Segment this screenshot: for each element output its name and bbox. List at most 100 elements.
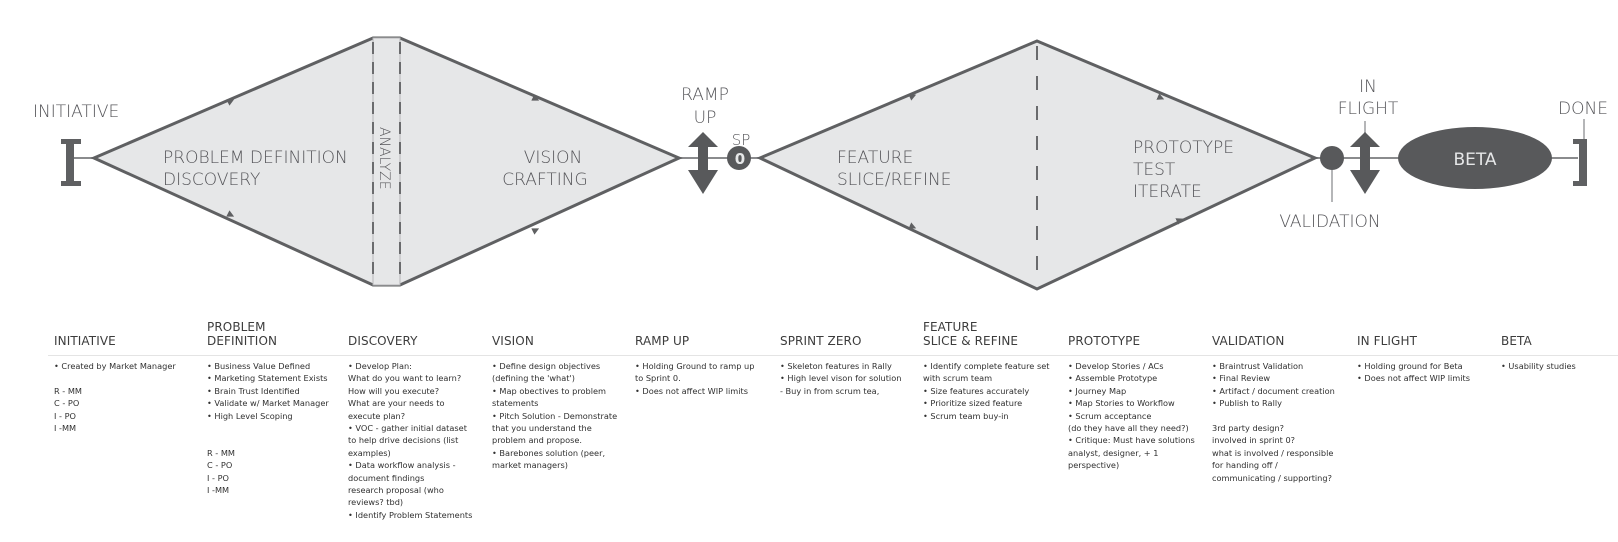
stage-column-title-line: SPRINT ZERO	[780, 334, 862, 348]
label-discovery: DISCOVERY	[163, 170, 260, 190]
stage-column-title-line: PROTOTYPE	[1068, 334, 1141, 348]
stage-column-title-line: DISCOVERY	[348, 334, 418, 348]
stage-column-vision: VISION• Define design objectives(definin…	[492, 318, 637, 472]
sprint-zero-number: 0	[735, 150, 745, 168]
stage-column-title: BETA	[1501, 318, 1618, 348]
label-ramp: RAMP	[681, 85, 729, 105]
stage-column-title-line: IN FLIGHT	[1357, 334, 1418, 348]
stage-column-body: • Develop Plan:What do you want to learn…	[348, 360, 493, 521]
stage-column-line: C - PO	[207, 460, 233, 471]
label-beta: BETA	[1453, 150, 1496, 170]
stage-column-discovery: DISCOVERY • Develop Plan:What do you want…	[348, 318, 493, 521]
stage-column-body: • Usability studies	[1501, 360, 1618, 372]
stage-column-line: • High Level Scoping	[207, 410, 293, 421]
label-sp: SP	[732, 131, 751, 149]
stage-column-validation: VALIDATION • Braintrust Validation • Final…	[1212, 318, 1357, 484]
stage-column-line: with scrum team	[923, 373, 993, 384]
stage-column-line: research proposal (who	[348, 485, 444, 496]
stage-column-line: • Validate w/ Market Manager	[207, 398, 329, 409]
stage-column-line: • Size features accurately	[923, 385, 1030, 396]
stage-column-body: • Holding ground for Beta • Does not affe…	[1357, 360, 1502, 385]
stage-column-line: that you understand the	[492, 423, 592, 434]
stage-column-line: execute plan?	[348, 410, 406, 421]
stage-column-line: perspective)	[1068, 460, 1120, 471]
stage-column-line: • Braintrust Validation	[1212, 361, 1304, 371]
stage-column-line: • Scrum team buy-in	[923, 410, 1009, 421]
stage-column-title: DISCOVERY	[348, 318, 493, 348]
label-feature: FEATURE	[837, 148, 913, 168]
stage-column-title: IN FLIGHT	[1357, 318, 1502, 348]
label-slice-refine: SLICE/REFINE	[837, 170, 951, 190]
stage-column-title-line: DEFINITION	[207, 334, 278, 348]
stage-column-line: R - MM	[207, 447, 235, 458]
stage-column-line: • Assemble Prototype	[1068, 373, 1158, 384]
stage-column-line: • Usability studies	[1501, 361, 1576, 371]
stage-column-line: • Pitch Solution - Demonstrate	[492, 410, 618, 421]
stage-column-title-line: BETA	[1501, 334, 1532, 348]
stage-column-line: 3rd party design?	[1212, 423, 1284, 434]
stage-column-title: PROTOTYPE	[1068, 318, 1213, 348]
stage-column-title-line: FEATURE	[923, 320, 978, 334]
stage-column-line: what is involved / responsible	[1212, 447, 1334, 458]
stage-column-line: • Identify complete feature set	[923, 361, 1050, 371]
label-done: DONE	[1558, 99, 1608, 119]
diamond-feature-prototype	[756, 39, 1319, 291]
beta-ellipse	[1398, 127, 1552, 189]
stage-column-line: • Develop Stories / ACs	[1068, 361, 1164, 371]
stage-column-title-line: INITIATIVE	[54, 334, 116, 348]
spacer	[1212, 410, 1357, 422]
stage-column-line: • Final Review	[1212, 373, 1271, 384]
ramp-up-double-arrow-icon	[688, 132, 718, 194]
stage-column-line: • Critique: Must have solutions	[1068, 435, 1195, 446]
stage-column-line: communicating / supporting?	[1212, 472, 1332, 483]
stage-column-line: • VOC - gather initial dataset	[348, 423, 467, 434]
stage-column-line: • Marketing Statement Exists	[207, 373, 328, 384]
stage-column-line: problem and propose.	[492, 435, 582, 446]
stage-column-line: I -MM	[207, 485, 230, 496]
stage-column-line: reviews? tbd)	[348, 497, 404, 508]
stage-column-line: • Holding ground for Beta	[1357, 361, 1463, 371]
sprint-zero-circle	[727, 146, 751, 170]
stage-column-body: • Define design objectives (defining the …	[492, 360, 637, 472]
stage-column-title-line: SLICE & REFINE	[923, 334, 1019, 348]
process-flow-diagram: INITIATIVE PROBLEM DEFINITION DISCOVERY …	[33, 36, 1608, 291]
stage-column-line: • Brain Trust Identified	[207, 385, 300, 396]
label-initiative: INITIATIVE	[33, 102, 119, 122]
label-flight: FLIGHT	[1338, 99, 1399, 119]
stage-column-line: • Barebones solution (peer,	[492, 447, 606, 458]
stage-column-line: • Define design objectives	[492, 361, 601, 371]
spacer	[207, 422, 352, 434]
stage-column-title: RAMP UP	[635, 318, 780, 348]
stage-column-line: (defining the 'what')	[492, 373, 575, 384]
stage-column-line: (do they have all they need?)	[1068, 423, 1189, 434]
stage-column-line: • Created by Market Manager	[54, 361, 176, 371]
stage-column-body: • Develop Stories / ACs • Assemble Protot…	[1068, 360, 1213, 472]
stage-column-body: • Braintrust Validation • Final Review• A…	[1212, 360, 1357, 484]
label-up: UP	[694, 108, 717, 128]
done-end-bracket-icon	[1573, 139, 1587, 186]
stage-column-line: • Artifact / document creation	[1212, 385, 1335, 396]
stage-column-title: VALIDATION	[1212, 318, 1357, 348]
stage-column-line: for handing off /	[1212, 460, 1278, 471]
stage-column-line: How will you execute?	[348, 385, 440, 396]
stage-column-line: market managers)	[492, 460, 568, 471]
stage-column-line: • Prioritize sized feature	[923, 398, 1023, 409]
stage-column-line: • Does not affect WIP limits	[1357, 373, 1470, 384]
stage-column-line: examples)	[348, 447, 391, 458]
stage-column-title-line: RAMP UP	[635, 334, 690, 348]
stage-column-body: • Business Value Defined• Marketing Stat…	[207, 360, 352, 496]
header-divider	[48, 355, 1618, 356]
in-flight-double-arrow-icon	[1350, 132, 1380, 194]
label-validation: VALIDATION	[1279, 212, 1380, 232]
stage-column-line: C - PO	[54, 398, 80, 409]
stage-column-line: • Develop Plan:	[348, 361, 412, 371]
validation-circle	[1320, 146, 1344, 170]
stage-column-line: to Sprint 0.	[635, 373, 681, 384]
stage-column-line: • Map obectives to problem	[492, 385, 606, 396]
stage-column-line: • Does not affect WIP limits	[635, 385, 748, 396]
stage-column-line: I - PO	[207, 472, 229, 483]
